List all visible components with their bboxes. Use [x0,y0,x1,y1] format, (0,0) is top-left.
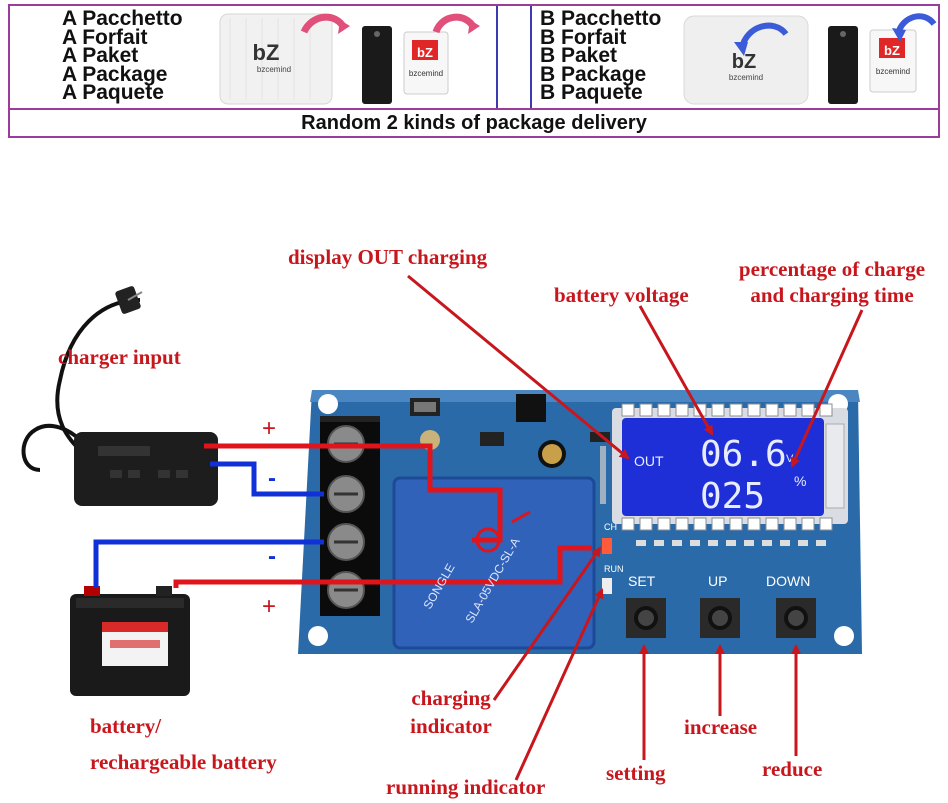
white-box-image [219,13,333,105]
package-a-line: A Package [62,62,168,86]
lcd-screen [622,418,824,516]
annotation-arrows [407,274,864,781]
package-a-photos: bZ bzcemind bZ bzcemind [219,13,480,105]
label-percentage-line2: and charging time [750,283,914,307]
plus-sign-top: + [262,415,276,442]
lcd-v-unit: V [786,453,794,465]
package-b-line: B Paquete [540,81,643,104]
svg-text:bzcemind: bzcemind [876,67,910,76]
arrow-percentage [790,309,864,468]
lcd-out-label: OUT [634,453,664,469]
package-b-panel: B Pacchetto B Forfait B Paket B Package … [530,6,940,108]
set-label: SET [628,573,656,589]
run-label: RUN [604,564,624,574]
banner-divider [10,108,938,110]
blue-wire-input [210,461,324,497]
label-battery-voltage: battery voltage [554,283,689,307]
up-label: UP [708,573,727,589]
up-button [700,598,740,638]
minus-sign-battery: - [268,543,276,570]
black-tag-image [362,26,392,104]
package-a-names: A Pacchetto A Forfait A Paket A Package … [62,7,183,104]
package-footer: Random 2 kinds of package delivery [301,112,647,134]
package-a-line: A Paquete [62,81,164,104]
arrow-charging-indicator [492,546,602,701]
charger-adapter-image [21,286,218,506]
charging-led [602,538,612,554]
package-banner: A Pacchetto A Forfait A Paket A Package … [8,4,940,138]
package-a-panel: A Pacchetto A Forfait A Paket A Package … [10,6,498,108]
arrow-battery-voltage [638,305,714,436]
label-display-out: display OUT charging [288,245,488,269]
label-setting: setting [606,761,666,785]
brand-text: bzcemind [257,65,291,74]
running-led [602,578,612,594]
label-reduce: reduce [762,757,823,781]
package-b-line: B Pacchetto [540,7,662,30]
blue-wire-battery [93,539,324,588]
label-battery: battery/ rechargeable battery [90,708,277,780]
package-b-line: B Forfait [540,25,627,49]
package-b-line: B Paket [540,44,618,67]
lcd-percent-unit: % [794,473,806,489]
package-b-names: B Pacchetto B Forfait B Paket B Package … [540,7,662,104]
lcd-percent-value: 025 [700,476,765,517]
label-charging-line2: indicator [410,714,492,738]
svg-text:bzcemind: bzcemind [409,69,443,78]
red-wire-battery [173,545,592,588]
label-battery-line2: rechargeable battery [90,750,277,774]
label-percentage-line1: percentage of charge [738,257,926,281]
package-a-line: A Paket [62,44,139,67]
svg-text:bZ: bZ [417,45,433,60]
label-charging-line1: charging [411,686,491,710]
svg-text:bZ: bZ [884,43,900,58]
package-b-photos: bZ bzcemind bZ bzcemind [683,13,937,105]
down-button [776,598,816,638]
label-charging-indicator: charging indicator [396,684,506,740]
package-b-line: B Package [540,62,647,86]
svg-text:bzcemind: bzcemind [729,73,763,82]
label-percentage: percentage of charge and charging time [724,256,940,308]
plus-sign-bottom: + [262,593,276,620]
package-a-line: A Pacchetto [62,7,183,30]
label-battery-line1: battery/ [90,714,162,738]
red-wire-input [204,443,503,543]
lcd-voltage-value: 06.6 [700,434,787,475]
black-tag-image [828,26,858,104]
relay-board [298,390,862,654]
package-a-line: A Forfait [62,25,148,49]
label-increase: increase [684,715,758,739]
minus-sign-input: - [268,465,276,492]
set-button [626,598,666,638]
arrow-running-indicator [514,588,604,781]
wires [93,443,592,588]
battery-image [70,586,190,696]
down-label: DOWN [766,573,810,589]
ch-label: CH [604,522,617,532]
logo-text: bZ [253,40,280,65]
plastic-bag-image [683,15,809,105]
label-charger-input: charger input [58,345,181,369]
arrow-display-out [407,274,630,460]
label-running-indicator: running indicator [386,775,546,799]
svg-text:bZ: bZ [732,51,756,73]
